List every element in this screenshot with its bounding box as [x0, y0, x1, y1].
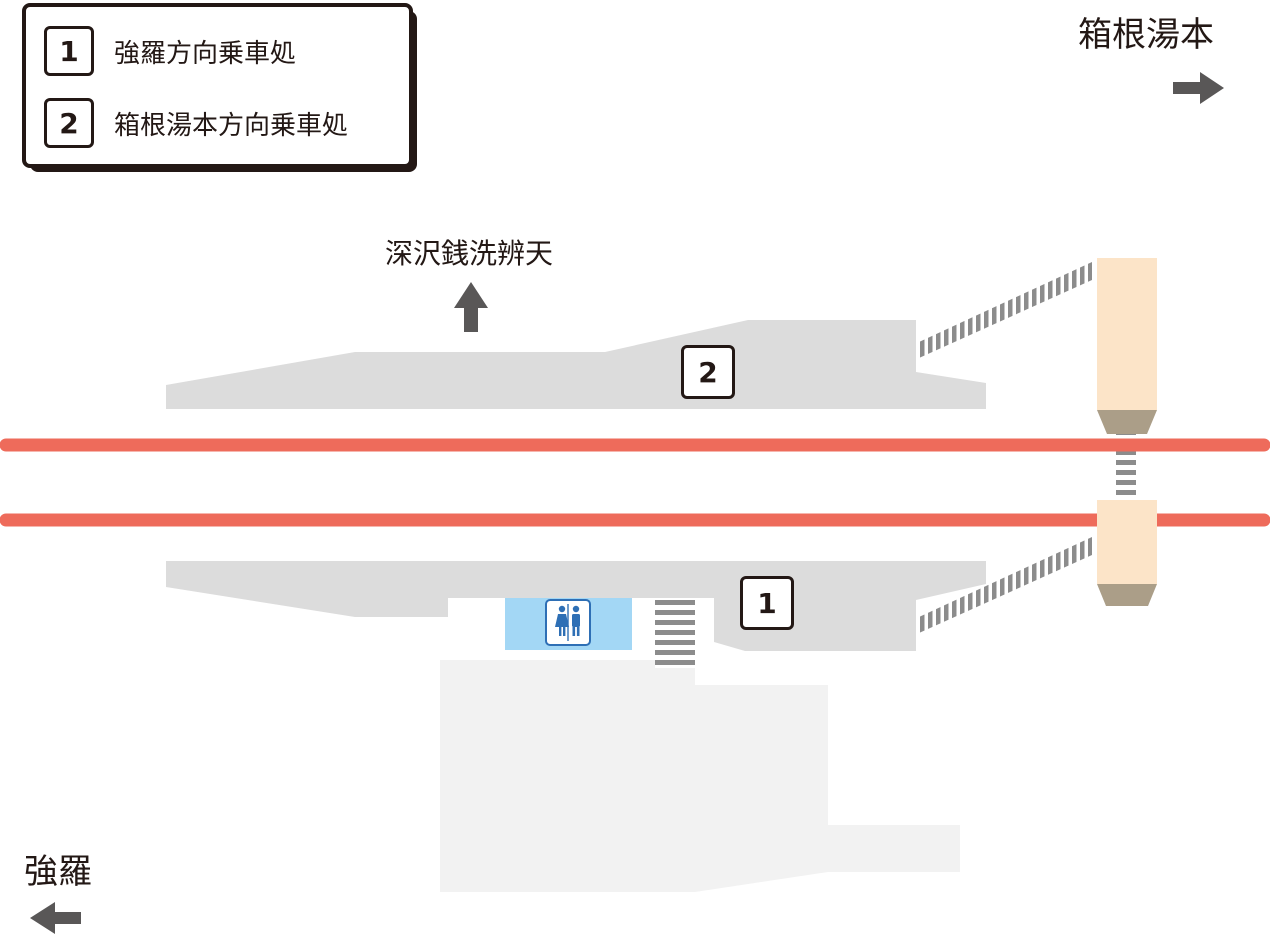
stairs-platform-2-footbridge[interactable]: [919, 262, 1092, 358]
arrow-up-icon: [454, 282, 488, 332]
legend-text-1: 強羅方向乗車処: [114, 38, 297, 69]
platform-2: [166, 320, 986, 409]
platform-badge-2: 2: [681, 345, 735, 399]
legend-badge-1: 1: [44, 26, 94, 76]
legend-item-2: 2 箱根湯本方向乗車処: [44, 97, 348, 149]
direction-label-hakone-yumoto: 箱根湯本: [1078, 15, 1214, 55]
arrow-right-icon: [1173, 72, 1224, 104]
stairs-platform-1[interactable]: [655, 598, 695, 668]
legend-item-1: 1 強羅方向乗車処: [44, 25, 296, 77]
direction-label-gora: 強羅: [24, 852, 92, 892]
footbridge-upper: [1097, 258, 1157, 410]
footbridge-lower: [1097, 500, 1157, 584]
legend-text-2: 箱根湯本方向乗車処: [114, 110, 349, 141]
restroom-icon: [545, 599, 591, 646]
platform-badge-1: 1: [740, 576, 794, 630]
legend-badge-2: 2: [44, 98, 94, 148]
station-building: [440, 660, 960, 892]
stairs-platform-1-footbridge[interactable]: [919, 537, 1092, 633]
footbridge-lower-stair: [1097, 584, 1157, 606]
footbridge-upper-stair: [1097, 410, 1157, 434]
legend: 1 強羅方向乗車処 2 箱根湯本方向乗車処: [22, 3, 413, 168]
arrow-left-icon: [30, 902, 81, 934]
exit-label: 深沢銭洗辨天: [385, 237, 554, 270]
